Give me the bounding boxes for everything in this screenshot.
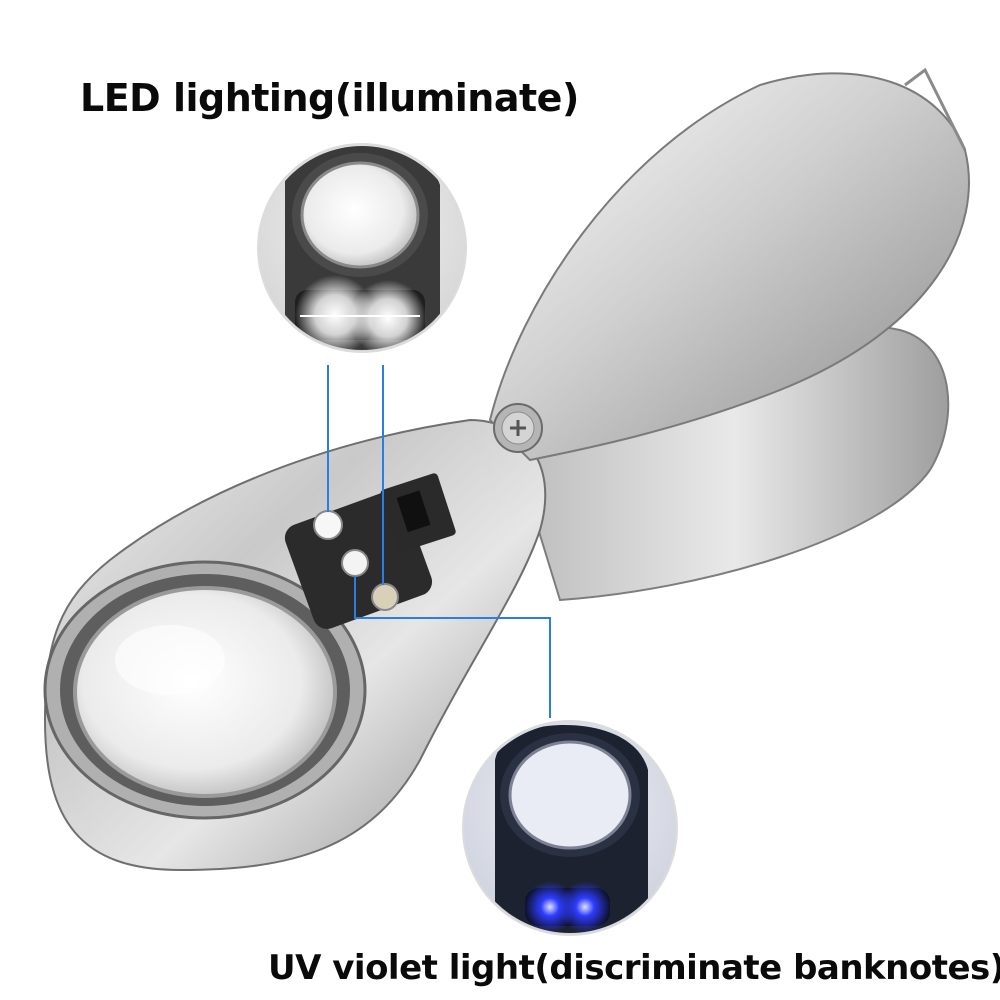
led-closeup-inset (257, 143, 467, 353)
switch-icon (380, 473, 456, 552)
magnifier-lens (43, 560, 367, 820)
screw-icon (493, 403, 543, 453)
callout-lines (327, 365, 551, 718)
uv-closeup-inset (462, 720, 678, 936)
led-lighting-caption: LED lighting(illuminate) (80, 76, 579, 120)
led-light-icon (313, 510, 343, 540)
led-light-icon (341, 549, 369, 577)
uv-light-caption: UV violet light(discriminate banknotes) (268, 948, 1000, 988)
uv-light-icon (371, 583, 399, 611)
